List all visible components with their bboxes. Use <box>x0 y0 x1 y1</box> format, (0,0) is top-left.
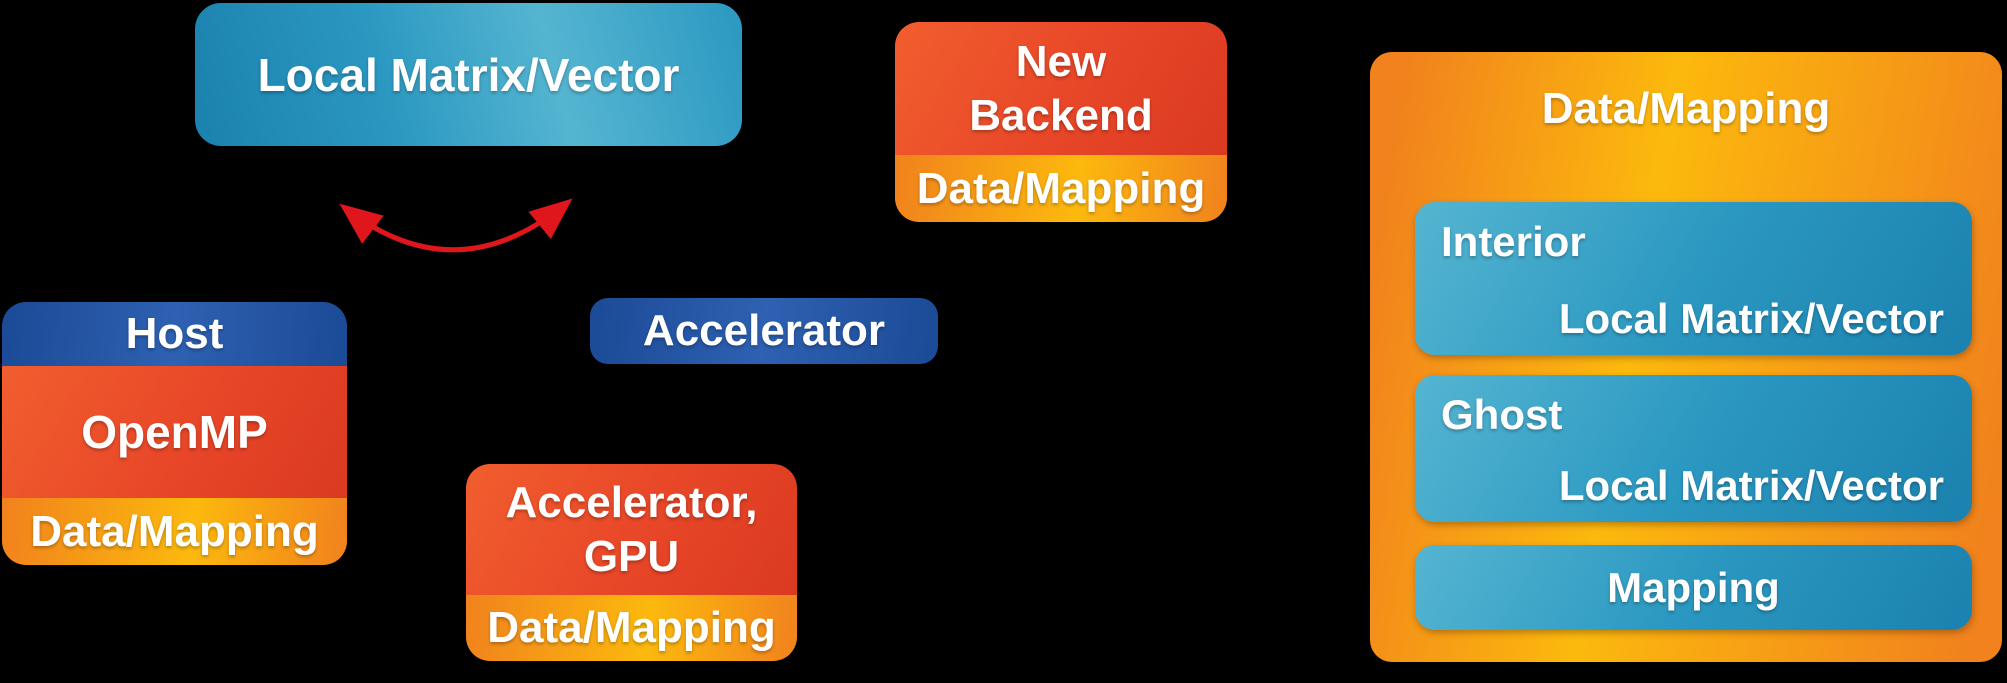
host-header-section: Host <box>2 302 347 366</box>
host-box: Host OpenMP Data/Mapping <box>2 302 347 565</box>
accelerator-gpu-data-mapping-label: Data/Mapping <box>487 603 776 652</box>
new-backend-line2: Backend <box>969 90 1153 140</box>
new-backend-data-mapping-strip: Data/Mapping <box>895 155 1227 222</box>
accelerator-gpu-title-section: Accelerator, GPU <box>466 464 797 595</box>
openmp-section: OpenMP <box>2 366 347 498</box>
accelerator-box: Accelerator <box>590 298 938 364</box>
ghost-local-matrix-vector-label: Local Matrix/Vector <box>1558 462 1944 509</box>
accelerator-gpu-box: Accelerator, GPU Data/Mapping <box>466 464 797 661</box>
data-mapping-container: Data/Mapping Interior Local Matrix/Vecto… <box>1370 52 2002 662</box>
new-backend-line1: New <box>1015 36 1107 86</box>
interior-label: Interior <box>1441 218 1586 265</box>
new-backend-data-mapping-label: Data/Mapping <box>916 163 1206 213</box>
bidirectional-swap-arrow-icon <box>339 198 573 253</box>
accelerator-gpu-line2: GPU <box>583 531 680 581</box>
interior-local-matrix-vector-label: Local Matrix/Vector <box>1558 295 1944 342</box>
new-backend-box: New Backend Data/Mapping <box>895 22 1227 222</box>
accelerator-gpu-line1: Accelerator, <box>505 477 758 527</box>
local-matrix-vector-label: Local Matrix/Vector <box>257 48 680 101</box>
host-label: Host <box>125 309 224 358</box>
accelerator-label: Accelerator <box>642 306 886 355</box>
openmp-label: OpenMP <box>81 406 268 458</box>
mapping-label: Mapping <box>1607 563 1780 611</box>
ghost-label: Ghost <box>1441 391 1563 438</box>
local-matrix-vector-box: Local Matrix/Vector <box>195 3 742 146</box>
data-mapping-title: Data/Mapping <box>1541 84 1831 133</box>
mapping-box: Mapping <box>1415 545 1972 630</box>
accelerator-gpu-data-mapping-strip: Data/Mapping <box>466 595 797 661</box>
host-data-mapping-label: Data/Mapping <box>30 506 319 556</box>
host-data-mapping-strip: Data/Mapping <box>2 498 347 565</box>
interior-box: Interior Local Matrix/Vector <box>1415 202 1972 355</box>
ghost-box: Ghost Local Matrix/Vector <box>1415 375 1972 522</box>
new-backend-title-section: New Backend <box>895 22 1227 155</box>
